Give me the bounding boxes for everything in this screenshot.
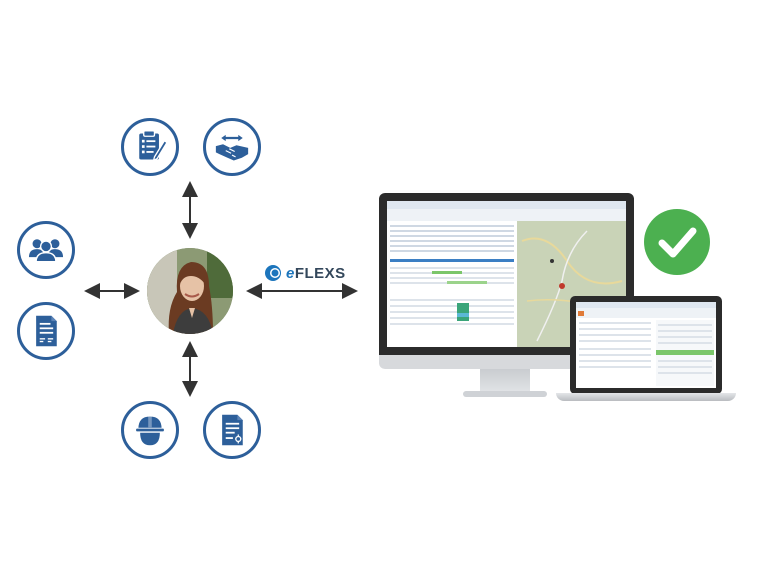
handshake-icon	[203, 118, 261, 176]
success-check-icon	[644, 209, 710, 275]
brand-name: eFLEXS	[286, 265, 346, 282]
brand-suffix: FLEXS	[294, 264, 346, 282]
desktop-monitor	[379, 193, 634, 363]
team-icon	[17, 221, 75, 279]
laptop-base	[556, 393, 736, 401]
worker-helmet-icon	[121, 401, 179, 459]
monitor-screen	[387, 201, 626, 347]
monitor-base	[463, 391, 547, 397]
brand-logo: eFLEXS	[264, 262, 346, 284]
checklist-icon	[121, 118, 179, 176]
invoice-document-icon	[17, 302, 75, 360]
price-document-icon	[203, 401, 261, 459]
brand-mark-icon	[265, 265, 281, 281]
brand-prefix: e	[286, 264, 295, 282]
avatar	[147, 248, 233, 334]
laptop	[570, 296, 722, 394]
laptop-screen	[576, 302, 716, 388]
monitor-stand	[480, 369, 530, 393]
